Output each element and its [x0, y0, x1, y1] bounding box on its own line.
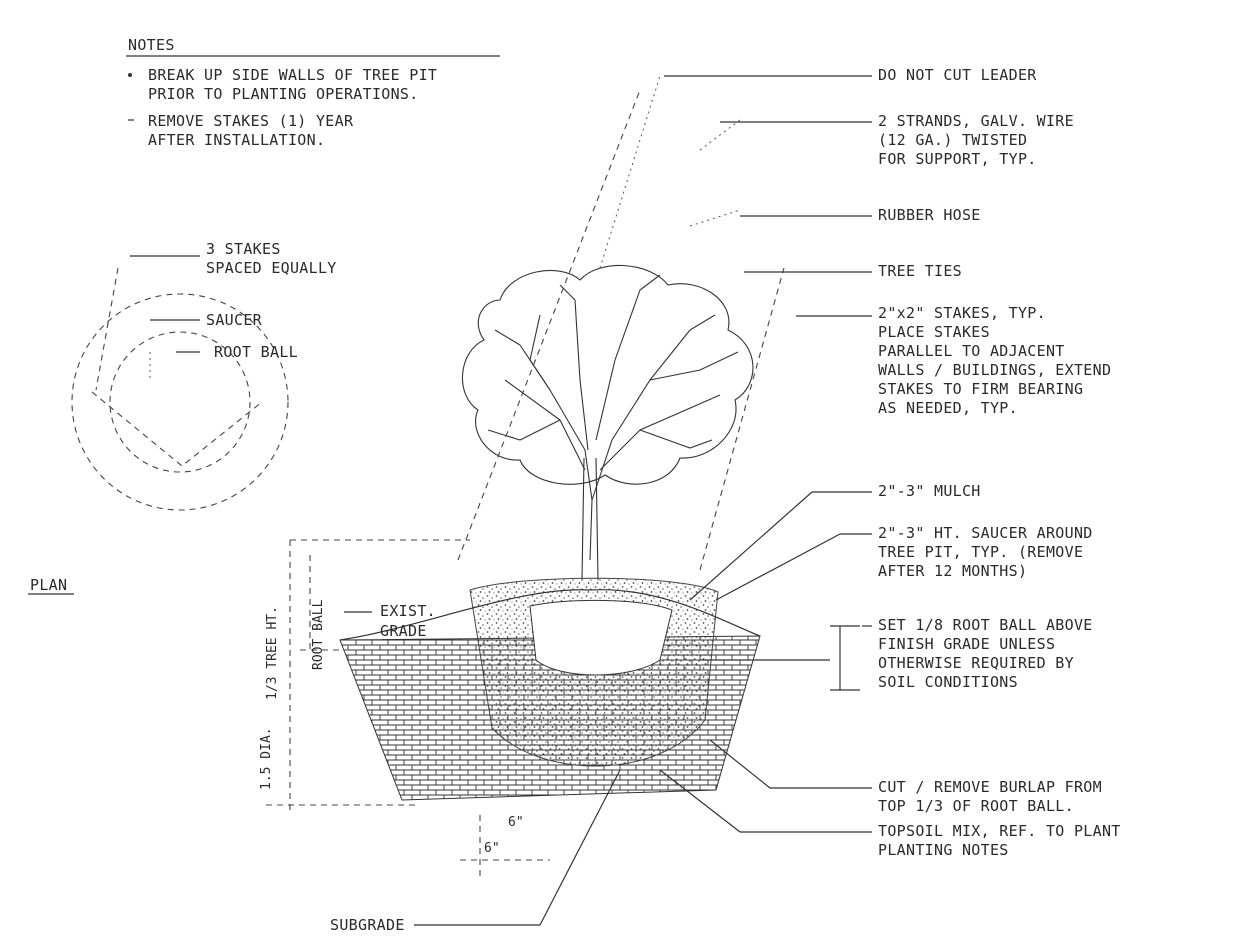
- branch: [599, 394, 721, 471]
- callout-stakes-4: WALLS / BUILDINGS, EXTEND: [878, 361, 1111, 379]
- branch: [494, 274, 716, 346]
- branch: [649, 351, 739, 381]
- saucer-circle: [71, 293, 289, 511]
- exist-grade-1: EXIST.: [380, 602, 436, 620]
- bullet-icon: [128, 73, 132, 77]
- callout-topsoil-1: TOPSOIL MIX, REF. TO PLANT: [878, 822, 1121, 840]
- stake-leader: [95, 267, 119, 391]
- plan-title: PLAN: [30, 576, 67, 594]
- saucer-grade: [339, 589, 761, 641]
- callout-burlap-2: TOP 1/3 OF ROOT BALL.: [878, 797, 1074, 815]
- stake-left: [457, 89, 641, 561]
- planting-pit-section: [339, 577, 761, 801]
- section-leaders: [659, 75, 872, 833]
- dim-tree-height: 1/3 TREE HT.: [265, 606, 280, 700]
- subgrade-label: SUBGRADE: [330, 916, 405, 934]
- callout-mulch: 2"-3" MULCH: [878, 482, 981, 500]
- note-1-line-1: BREAK UP SIDE WALLS OF TREE PIT: [148, 66, 437, 84]
- callout-wire-2: (12 GA.) TWISTED: [878, 131, 1027, 149]
- leader-line: [539, 769, 621, 926]
- root-ball-circle: [109, 331, 251, 473]
- callout-leader: DO NOT CUT LEADER: [878, 66, 1037, 84]
- callout-stakes-6: AS NEEDED, TYP.: [878, 399, 1018, 417]
- stake-right: [699, 267, 785, 571]
- stake-wire-lines: [91, 391, 263, 467]
- branch: [519, 344, 593, 561]
- callout-stakes-1: 2"x2" STAKES, TYP.: [878, 304, 1046, 322]
- guy-wire: [599, 75, 741, 269]
- exist-grade-2: GRADE: [380, 622, 427, 640]
- tree-illustration: [457, 75, 785, 581]
- callout-rootball-3: OTHERWISE REQUIRED BY: [878, 654, 1074, 672]
- dim-slope: 6": [508, 815, 524, 830]
- callout-saucer-3: AFTER 12 MONTHS): [878, 562, 1027, 580]
- callout-topsoil-2: PLANTING NOTES: [878, 841, 1009, 859]
- leader-line: [715, 533, 841, 601]
- dim-min-depth: 6": [484, 841, 500, 856]
- plan-view: 3 STAKES SPACED EQUALLY SAUCER ROOT BALL…: [28, 240, 337, 595]
- root-ball-core: [529, 599, 673, 676]
- leader-line: [689, 491, 813, 601]
- branch: [591, 329, 691, 501]
- note-2-line-2: AFTER INSTALLATION.: [148, 131, 325, 149]
- plan-callout-saucer: SAUCER: [206, 311, 263, 329]
- dim-ball-depth: 1.5 DIA.: [259, 727, 274, 790]
- plan-callout-stakes-1: 3 STAKES: [206, 240, 281, 258]
- callout-rootball-4: SOIL CONDITIONS: [878, 673, 1018, 691]
- branch: [504, 379, 586, 471]
- notes-block: NOTES BREAK UP SIDE WALLS OF TREE PIT PR…: [126, 36, 500, 149]
- branch: [595, 289, 641, 441]
- callout-hose: RUBBER HOSE: [878, 206, 981, 224]
- trunk: [581, 457, 599, 581]
- callout-stakes-5: STAKES TO FIRM BEARING: [878, 380, 1083, 398]
- section-callouts: DO NOT CUT LEADER 2 STRANDS, GALV. WIRE …: [878, 66, 1121, 859]
- canopy-outline: [462, 264, 754, 485]
- callout-saucer-2: TREE PIT, TYP. (REMOVE: [878, 543, 1083, 561]
- callout-burlap-1: CUT / REMOVE BURLAP FROM: [878, 778, 1102, 796]
- callout-saucer-1: 2"-3" HT. SAUCER AROUND: [878, 524, 1093, 542]
- plan-callout-stakes-2: SPACED EQUALLY: [206, 259, 337, 277]
- callout-rootball-1: SET 1/8 ROOT BALL ABOVE: [878, 616, 1093, 634]
- callout-stakes-3: PARALLEL TO ADJACENT: [878, 342, 1065, 360]
- leader-line: [659, 769, 741, 833]
- callout-wire-1: 2 STRANDS, GALV. WIRE: [878, 112, 1074, 130]
- branch: [639, 429, 713, 449]
- branch: [574, 299, 589, 451]
- dim-pit-depth: ROOT BALL: [311, 599, 326, 670]
- note-2-line-1: REMOVE STAKES (1) YEAR: [148, 112, 354, 130]
- plan-callout-root-ball: ROOT BALL: [214, 343, 298, 361]
- callout-stakes-2: PLACE STAKES: [878, 323, 990, 341]
- branch: [487, 419, 561, 441]
- leader-line: [709, 739, 771, 789]
- callout-ties: TREE TIES: [878, 262, 962, 280]
- callout-wire-3: FOR SUPPORT, TYP.: [878, 150, 1037, 168]
- callout-rootball-2: FINISH GRADE UNLESS: [878, 635, 1055, 653]
- note-1-line-2: PRIOR TO PLANTING OPERATIONS.: [148, 85, 419, 103]
- notes-heading: NOTES: [128, 36, 175, 54]
- branch: [529, 314, 551, 391]
- dimension-lines: 1/3 TREE HT. 1.5 DIA. ROOT BALL EXIST. G…: [259, 539, 860, 934]
